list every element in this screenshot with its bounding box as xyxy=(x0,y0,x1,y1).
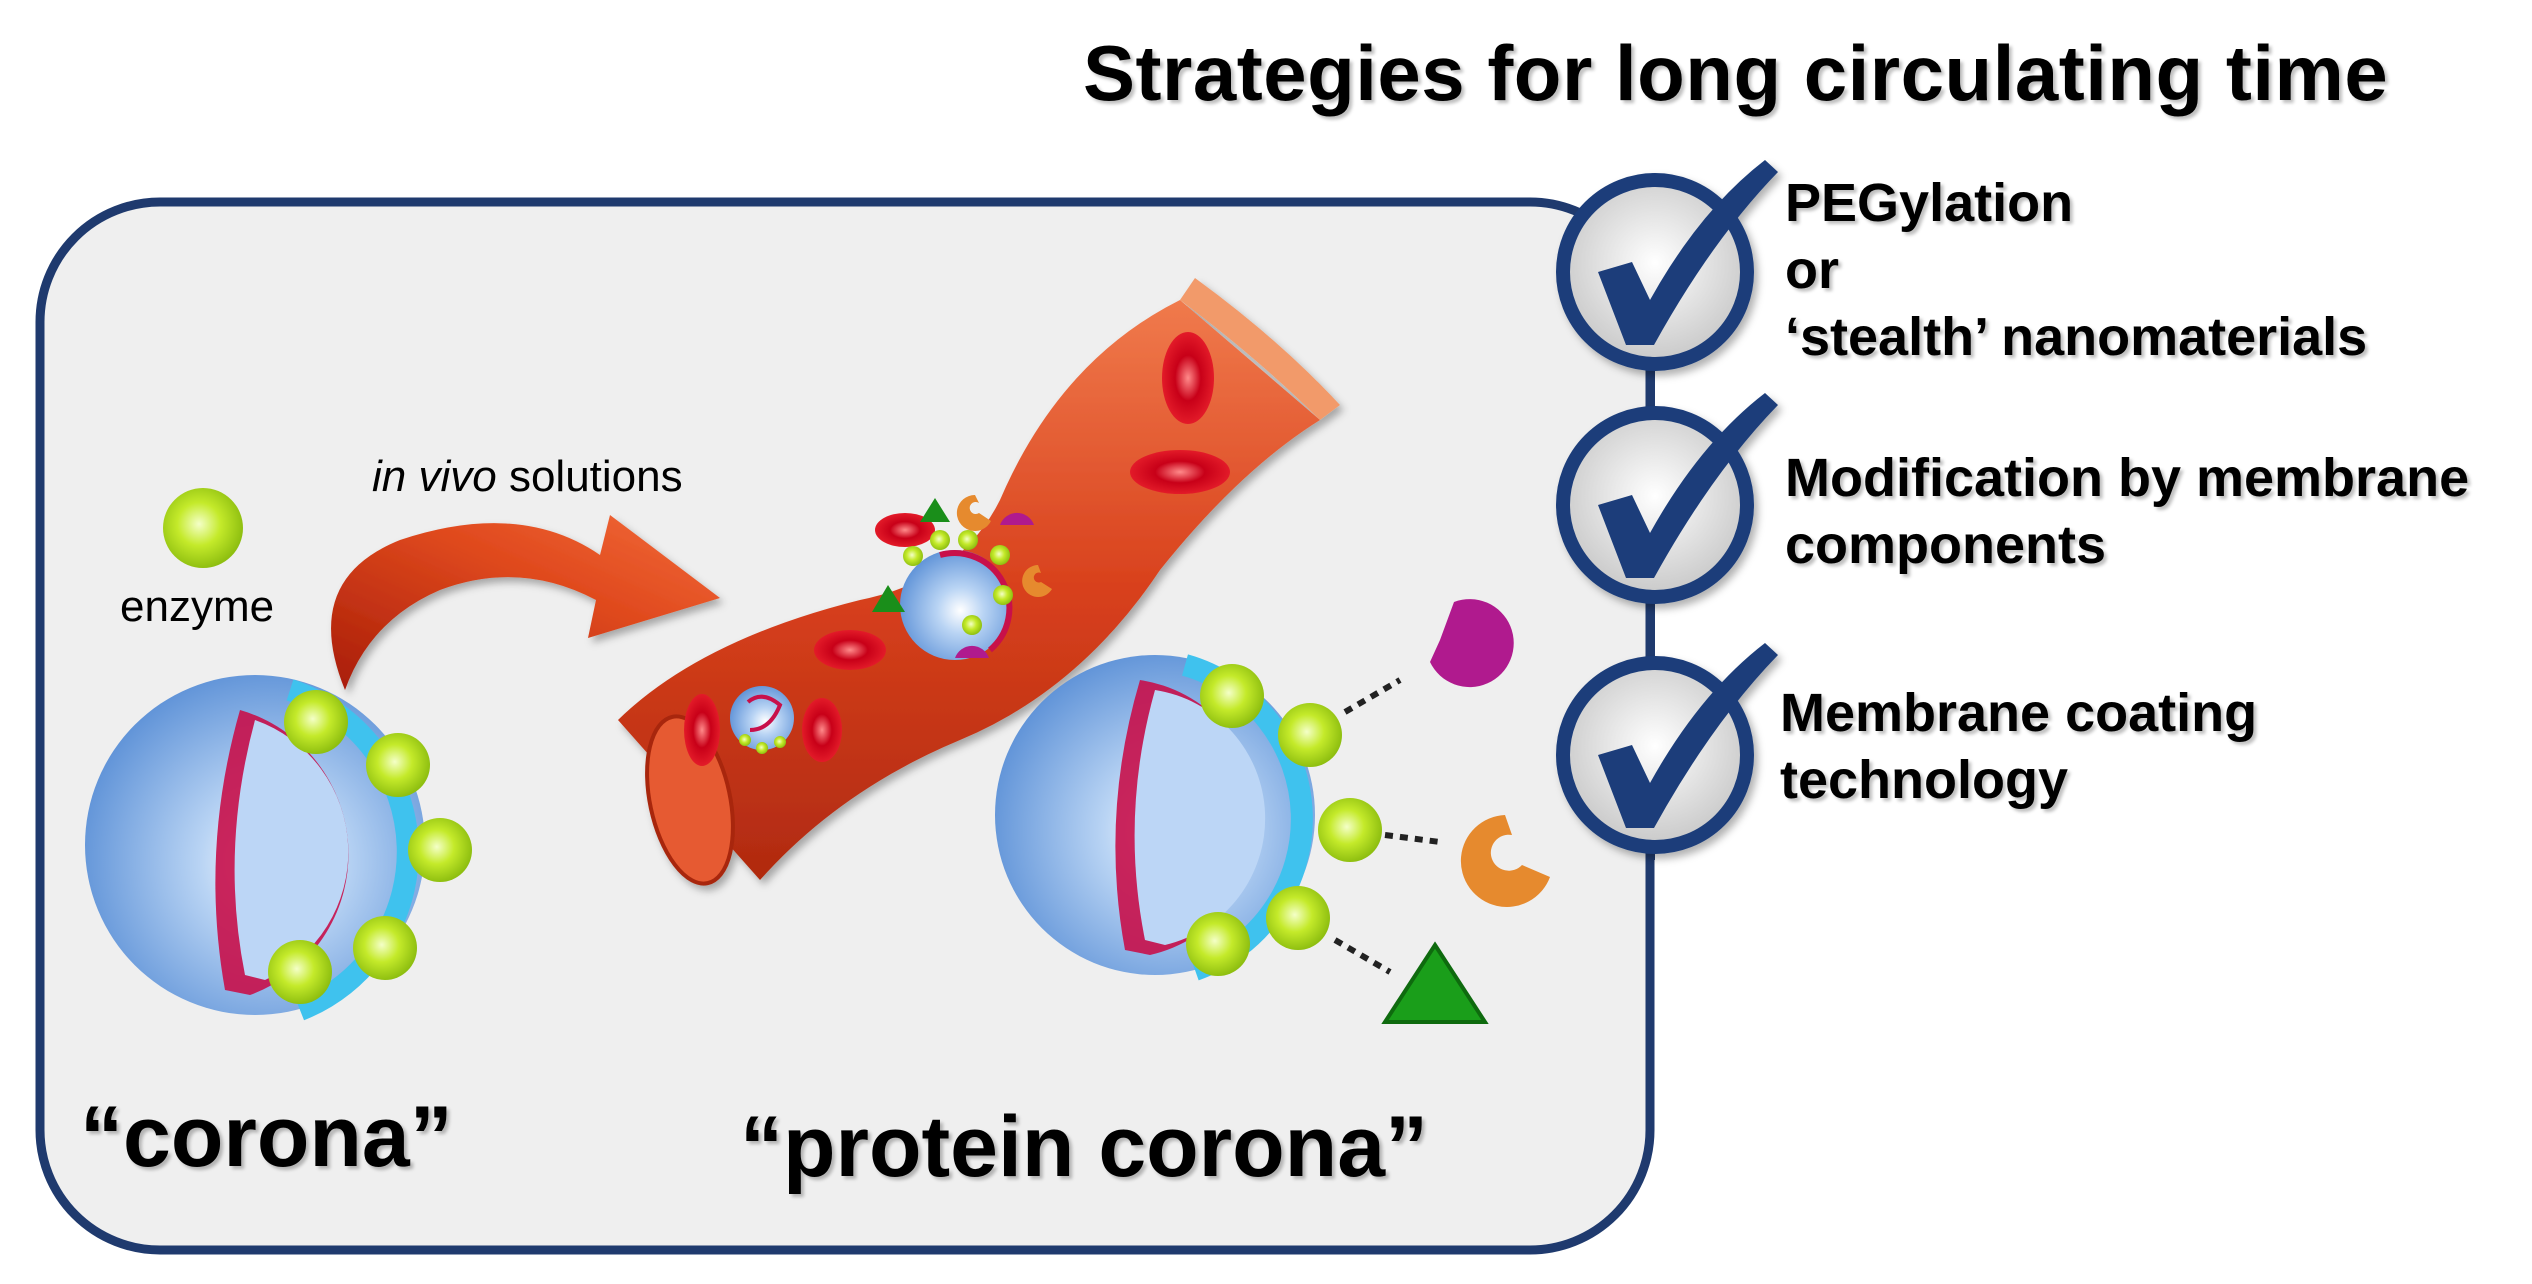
protein-purple xyxy=(1430,599,1514,688)
check-circle-2 xyxy=(1556,393,1778,604)
strategy-1-line-3: ‘stealth’ nanomaterials xyxy=(1785,307,2368,367)
in-vivo-label: in vivo solutions xyxy=(372,452,683,502)
strategy-3-line-1: Membrane coating xyxy=(1780,683,2258,743)
strategy-1-line-1: PEGylation xyxy=(1785,173,2074,233)
strategy-1: PEGylation or ‘stealth’ nanomaterials xyxy=(1785,170,2367,371)
protein-green xyxy=(1381,941,1489,1024)
protein-orange xyxy=(1460,815,1550,907)
checkmark-icon xyxy=(1598,643,1778,828)
strategy-3-line-2: technology xyxy=(1780,750,2069,810)
in-vivo-italic: in vivo xyxy=(372,452,497,501)
strategy-2: Modification by membrane components xyxy=(1785,445,2469,579)
vessel-nanoparticle-small xyxy=(730,686,794,754)
strategy-1-line-2: or xyxy=(1785,240,1839,300)
check-circle-1 xyxy=(1556,160,1778,371)
in-vivo-rest: solutions xyxy=(496,452,683,501)
protein-corona-label: “protein corona” xyxy=(740,1099,1429,1195)
corona-nanoparticle xyxy=(85,675,472,1021)
check-circle-3 xyxy=(1556,643,1778,854)
checkmark-icon xyxy=(1598,393,1778,578)
curved-arrow-icon xyxy=(331,515,720,690)
strategy-3: Membrane coating technology xyxy=(1780,680,2257,814)
diagram-title: Strategies for long circulating time xyxy=(1083,29,2389,117)
checkmark-icon xyxy=(1598,160,1778,345)
corona-label: “corona” xyxy=(80,1089,453,1185)
enzyme-legend-icon xyxy=(163,488,243,568)
protein-corona-nanoparticle xyxy=(995,599,1550,1024)
enzyme-label: enzyme xyxy=(120,582,275,631)
red-blood-cells xyxy=(684,332,1230,766)
strategy-2-line-2: components xyxy=(1785,515,2107,575)
vessel-nanoparticle-large xyxy=(872,494,1052,660)
strategy-2-line-1: Modification by membrane xyxy=(1785,448,2470,508)
